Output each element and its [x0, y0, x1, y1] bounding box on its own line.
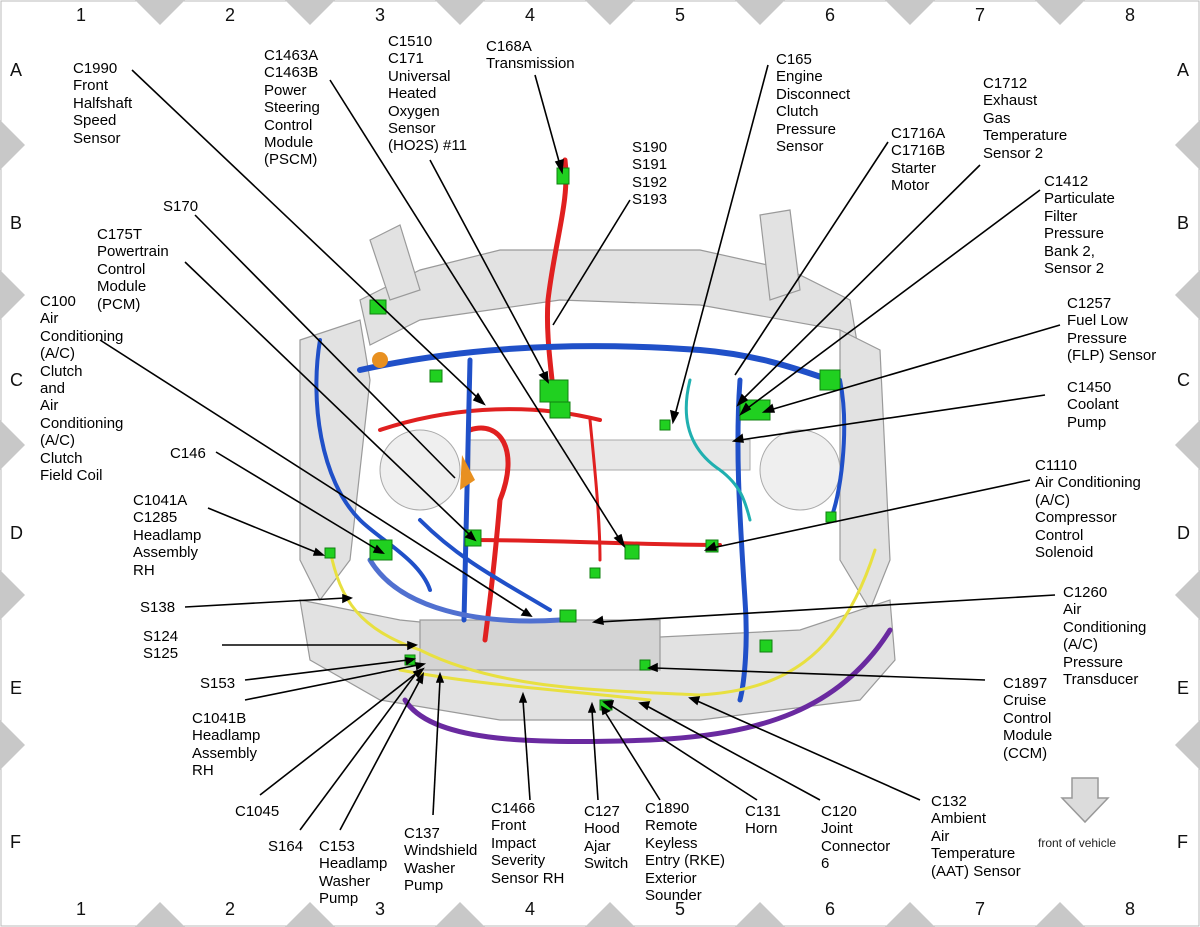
grid-col-5-bottom: 5: [675, 899, 686, 919]
grid-col-7-top: 7: [975, 5, 986, 25]
label-c1110: C1110 Air Conditioning (A/C) Compressor …: [1035, 457, 1141, 562]
label-s153: S153: [200, 675, 236, 692]
label-c1045: C1045: [235, 803, 280, 820]
label-s164: S164: [268, 838, 304, 855]
grid-col-8-bottom: 8: [1125, 899, 1136, 919]
grid-row-a-right: A: [1177, 60, 1190, 80]
label-c100: C100 Air Conditioning (A/C) Clutch and A…: [40, 293, 124, 485]
connectors: [324, 167, 841, 711]
label-c146: C146: [170, 445, 206, 462]
label-c1990: C1990 Front Halfshaft Speed Sensor: [73, 60, 133, 147]
grid-row-e-right: E: [1177, 678, 1190, 698]
label-c153: C153 Headlamp Washer Pump: [319, 838, 388, 908]
label-c1260: C1260 Air Conditioning (A/C) Pressure Tr…: [1063, 584, 1147, 689]
label-c1041b: C1041B Headlamp Assembly RH: [192, 710, 261, 780]
grid-col-2-top: 2: [225, 5, 236, 25]
grid-col-2-bottom: 2: [225, 899, 236, 919]
vehicle-frame: [299, 209, 896, 721]
label-c165: C165 Engine Disconnect Clutch Pressure S…: [776, 51, 851, 156]
grid-row-d-left: D: [10, 523, 23, 543]
label-c1041a: C1041A C1285 Headlamp Assembly RH: [133, 492, 202, 579]
grid-row-a-left: A: [10, 60, 23, 80]
label-c168a: C168A Transmission: [486, 38, 575, 73]
label-c132: C132 Ambient Air Temperature (AAT) Senso…: [931, 793, 1021, 880]
grid-col-7-bottom: 7: [975, 899, 986, 919]
grid-row-f-left: F: [10, 832, 21, 852]
label-c1450: C1450 Coolant Pump: [1067, 379, 1119, 431]
grid-row-d-right: D: [1177, 523, 1190, 543]
label-c1466: C1466 Front Impact Severity Sensor RH: [491, 800, 565, 887]
label-c1716: C1716A C1716B Starter Motor: [891, 125, 946, 195]
grid-col-8-top: 8: [1125, 5, 1136, 25]
grid-col-6-top: 6: [825, 5, 836, 25]
front-of-vehicle-label: front of vehicle: [1038, 836, 1117, 850]
grid-col-1-bottom: 1: [76, 899, 87, 919]
label-c1897: C1897 Cruise Control Module (CCM): [1003, 675, 1053, 762]
label-c1890: C1890 Remote Keyless Entry (RKE) Exterio…: [645, 800, 726, 905]
grid-col-3-bottom: 3: [375, 899, 386, 919]
label-c1712: C1712 Exhaust Gas Temperature Sensor 2: [983, 75, 1068, 162]
grid-row-e-left: E: [10, 678, 23, 698]
grid-row-c-right: C: [1177, 370, 1190, 390]
label-c120: C120 Joint Connector 6: [821, 803, 891, 873]
label-c175t: C175T Powertrain Control Module (PCM): [97, 226, 169, 313]
label-c127: C127 Hood Ajar Switch: [584, 803, 629, 873]
label-c1412: C1412 Particulate Filter Pressure Bank 2…: [1044, 173, 1115, 278]
grid-col-3-top: 3: [375, 5, 386, 25]
label-s124: S124 S125: [143, 628, 179, 663]
grid-col-5-top: 5: [675, 5, 686, 25]
label-c1463: C1463A C1463B Power Steering Control Mod…: [264, 47, 320, 169]
label-s138: S138: [140, 599, 176, 616]
grid-row-b-right: B: [1177, 213, 1190, 233]
grid-row-f-right: F: [1177, 832, 1188, 852]
label-c1257: C1257 Fuel Low Pressure (FLP) Sensor: [1067, 295, 1157, 365]
grid-col-4-bottom: 4: [525, 899, 536, 919]
label-c1510: C1510 C171 Universal Heated Oxygen Senso…: [388, 33, 467, 155]
grid-col-1-top: 1: [76, 5, 87, 25]
grid-row-b-left: B: [10, 213, 23, 233]
label-s190: S190 S191 S192 S193: [632, 139, 668, 209]
leader-lines: [99, 64, 1061, 831]
grid-row-c-left: C: [10, 370, 23, 390]
label-s170: S170: [163, 198, 199, 215]
front-arrow-icon: [1060, 777, 1110, 824]
label-c137: C137 Windshield Washer Pump: [404, 825, 478, 895]
label-c131: C131 Horn: [745, 803, 781, 838]
grid-col-4-top: 4: [525, 5, 536, 25]
grid-col-6-bottom: 6: [825, 899, 836, 919]
